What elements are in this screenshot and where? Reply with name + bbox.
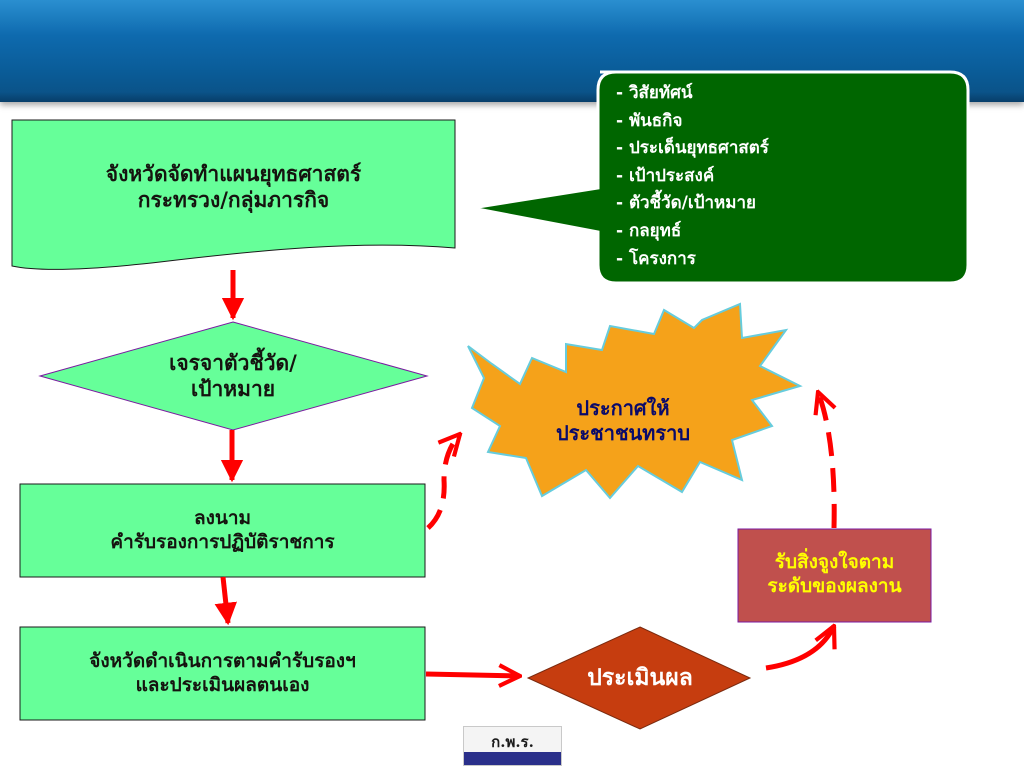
implement-line2: และประเมินผลตนเอง	[135, 674, 310, 696]
reward-label: รับสิ่งจูงใจตาม ระดับของผลงาน	[738, 544, 931, 606]
plan-component-item: - ประเด็นยุทธศาสตร์	[616, 138, 769, 159]
arrow-assess-to-reward	[765, 626, 834, 671]
opdc-logo-text: ก.พ.ร.	[491, 733, 534, 751]
arrow-sign-to-implement	[214, 576, 237, 626]
implement-box	[19, 626, 426, 721]
arrow-implement-to-assess	[425, 674, 520, 676]
arrow-reward-to-announce	[818, 392, 837, 529]
announce-line2: ประชาชนทราบ	[555, 421, 691, 445]
implement-line1: จังหวัดดำเนินการตามคำรับรองฯ	[89, 650, 356, 673]
opdc-logo: ก.พ.ร.	[463, 726, 562, 766]
sign-label: ลงนาม คำรับรองการปฏิบัติราชการ	[20, 499, 425, 563]
reward-line1: รับสิ่งจูงใจตาม	[774, 551, 895, 574]
assess-label: ประเมินผล	[548, 660, 732, 696]
plan-component-item: - วิสัยทัศน์	[616, 83, 693, 103]
sign-line1: ลงนาม	[193, 507, 252, 530]
strategy-plan-line1: จังหวัดจัดทำแผนยุทธศาสตร์	[105, 161, 362, 186]
assess-diamond	[526, 626, 752, 730]
arrow-sign-to-announce	[426, 434, 460, 530]
plan-component-item: - กลยุทธ์	[616, 220, 682, 241]
strategy-plan-line2: กระทรวง/กลุ่มภารกิจ	[137, 188, 330, 212]
sign-box	[19, 483, 426, 578]
negotiate-line1: เจรจาตัวชี้วัด/	[169, 350, 297, 375]
plan-components-callout	[471, 70, 970, 285]
reward-box	[737, 528, 932, 623]
plan-component-item: - เป้าประสงค์	[616, 165, 715, 186]
negotiate-line2: เป้าหมาย	[190, 377, 276, 401]
reward-line2: ระดับของผลงาน	[767, 575, 902, 597]
plan-component-item: - ตัวชี้วัด/เป้าหมาย	[616, 193, 756, 214]
announce-line1: ประกาศให้	[576, 396, 670, 420]
plan-component-item: - โครงการ	[616, 248, 696, 269]
plan-component-item: - พันธกิจ	[616, 110, 683, 131]
implement-label: จังหวัดดำเนินการตามคำรับรองฯ และประเมินผ…	[20, 642, 425, 706]
announce-starburst	[467, 302, 803, 500]
plan-components-list: - วิสัยทัศน์ - พันธกิจ - ประเด็นยุทธศาสต…	[616, 80, 956, 273]
title-banner	[0, 0, 1024, 102]
negotiate-label: เจรจาตัวชี้วัด/ เป้าหมาย	[100, 344, 366, 408]
announce-label: ประกาศให้ ประชาชนทราบ	[528, 390, 718, 452]
assess-text: ประเมินผล	[587, 664, 693, 691]
strategy-plan-label: จังหวัดจัดทำแผนยุทธศาสตร์ กระทรวง/กลุ่มภ…	[12, 154, 455, 220]
strategy-plan-box	[11, 119, 456, 270]
sign-line2: คำรับรองการปฏิบัติราชการ	[110, 531, 335, 553]
opdc-logo-strip	[464, 752, 561, 765]
